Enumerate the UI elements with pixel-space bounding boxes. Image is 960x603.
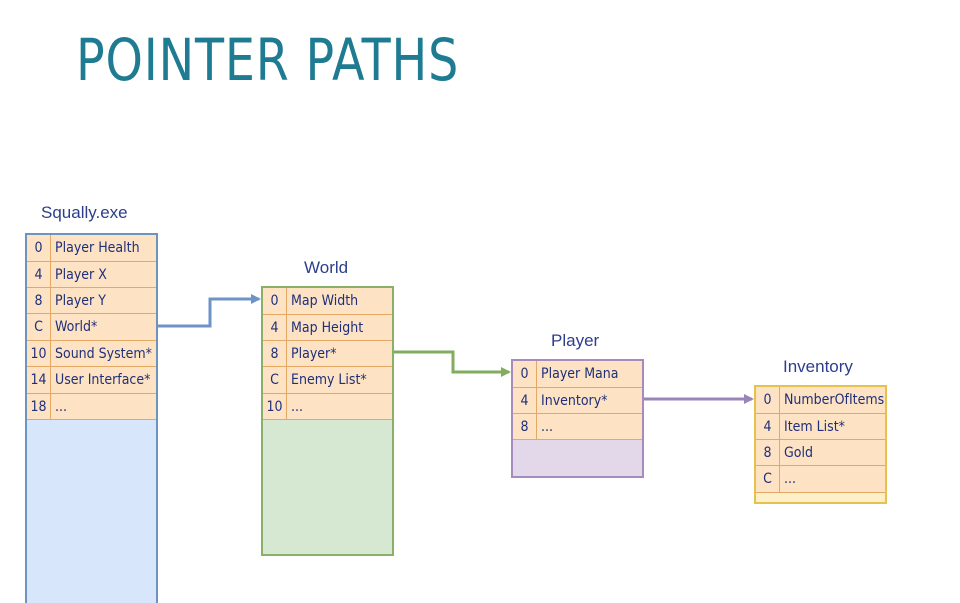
struct-row: C Enemy List* <box>263 367 392 394</box>
offset-cell: 4 <box>513 388 537 413</box>
field-cell: NumberOfItems <box>784 392 885 408</box>
offset-cell: 0 <box>513 361 537 387</box>
struct-row: 10 Sound System* <box>27 341 156 367</box>
page-title: POINTER PATHS <box>76 26 460 94</box>
inventory-struct: 0 NumberOfItems 4 Item List* 8 Gold C ..… <box>754 385 887 504</box>
struct-row: C ... <box>756 466 885 493</box>
world-struct: 0 Map Width 4 Map Height 8 Player* C Ene… <box>261 286 394 556</box>
offset-cell: 4 <box>263 315 287 340</box>
offset-cell: 0 <box>263 288 287 314</box>
struct-row: 10 ... <box>263 394 392 420</box>
world-pointer-arrow <box>158 294 261 328</box>
struct-row: 4 Item List* <box>756 414 885 440</box>
field-cell: Player Mana <box>541 366 619 382</box>
offset-cell: 4 <box>756 414 780 439</box>
field-cell: Player* <box>291 345 337 362</box>
struct-row: 8 Player Y <box>27 288 156 314</box>
offset-cell: 4 <box>27 262 51 287</box>
struct-row: 4 Inventory* <box>513 388 642 414</box>
player-pointer-arrow <box>394 350 511 377</box>
struct-row: 0 NumberOfItems <box>756 387 885 414</box>
squally-struct: 0 Player Health 4 Player X 8 Player Y C … <box>25 233 158 603</box>
field-cell: Player Health <box>55 240 140 256</box>
field-cell: Enemy List* <box>291 372 367 388</box>
offset-cell: 14 <box>27 367 51 393</box>
struct-row: C World* <box>27 314 156 341</box>
field-cell: Player X <box>55 266 107 283</box>
field-cell: World* <box>55 319 98 335</box>
offset-cell: 18 <box>27 394 51 419</box>
player-struct: 0 Player Mana 4 Inventory* 8 ... <box>511 359 644 478</box>
player-heading: Player <box>551 331 600 350</box>
field-cell: Player Y <box>55 292 106 309</box>
struct-row: 0 Player Mana <box>513 361 642 388</box>
offset-cell: C <box>263 367 287 393</box>
field-cell: ... <box>55 398 67 415</box>
offset-cell: 8 <box>513 414 537 439</box>
field-cell: Map Width <box>291 293 359 309</box>
offset-cell: C <box>27 314 51 340</box>
struct-row: 18 ... <box>27 394 156 420</box>
field-cell: ... <box>541 418 553 435</box>
struct-row: 4 Player X <box>27 262 156 288</box>
field-cell: Gold <box>784 444 813 461</box>
struct-row: 14 User Interface* <box>27 367 156 394</box>
offset-cell: 0 <box>27 235 51 261</box>
struct-row: 4 Map Height <box>263 315 392 341</box>
struct-row: 0 Player Health <box>27 235 156 262</box>
offset-cell: 8 <box>756 440 780 465</box>
field-cell: User Interface* <box>55 372 151 388</box>
struct-row: 0 Map Width <box>263 288 392 315</box>
offset-cell: 8 <box>27 288 51 313</box>
offset-cell: C <box>756 466 780 492</box>
field-cell: ... <box>291 398 303 415</box>
struct-row: 8 ... <box>513 414 642 440</box>
field-cell: Item List* <box>784 418 845 435</box>
offset-cell: 10 <box>263 394 287 419</box>
struct-row: 8 Gold <box>756 440 885 466</box>
offset-cell: 0 <box>756 387 780 413</box>
struct-row: 8 Player* <box>263 341 392 367</box>
inventory-heading: Inventory <box>783 357 853 376</box>
offset-cell: 10 <box>27 341 51 366</box>
world-heading: World <box>304 258 349 277</box>
field-cell: Sound System* <box>55 345 152 362</box>
squally-heading: Squally.exe <box>41 203 128 222</box>
offset-cell: 8 <box>263 341 287 366</box>
field-cell: Map Height <box>291 319 364 336</box>
field-cell: ... <box>784 471 796 487</box>
field-cell: Inventory* <box>541 392 608 409</box>
